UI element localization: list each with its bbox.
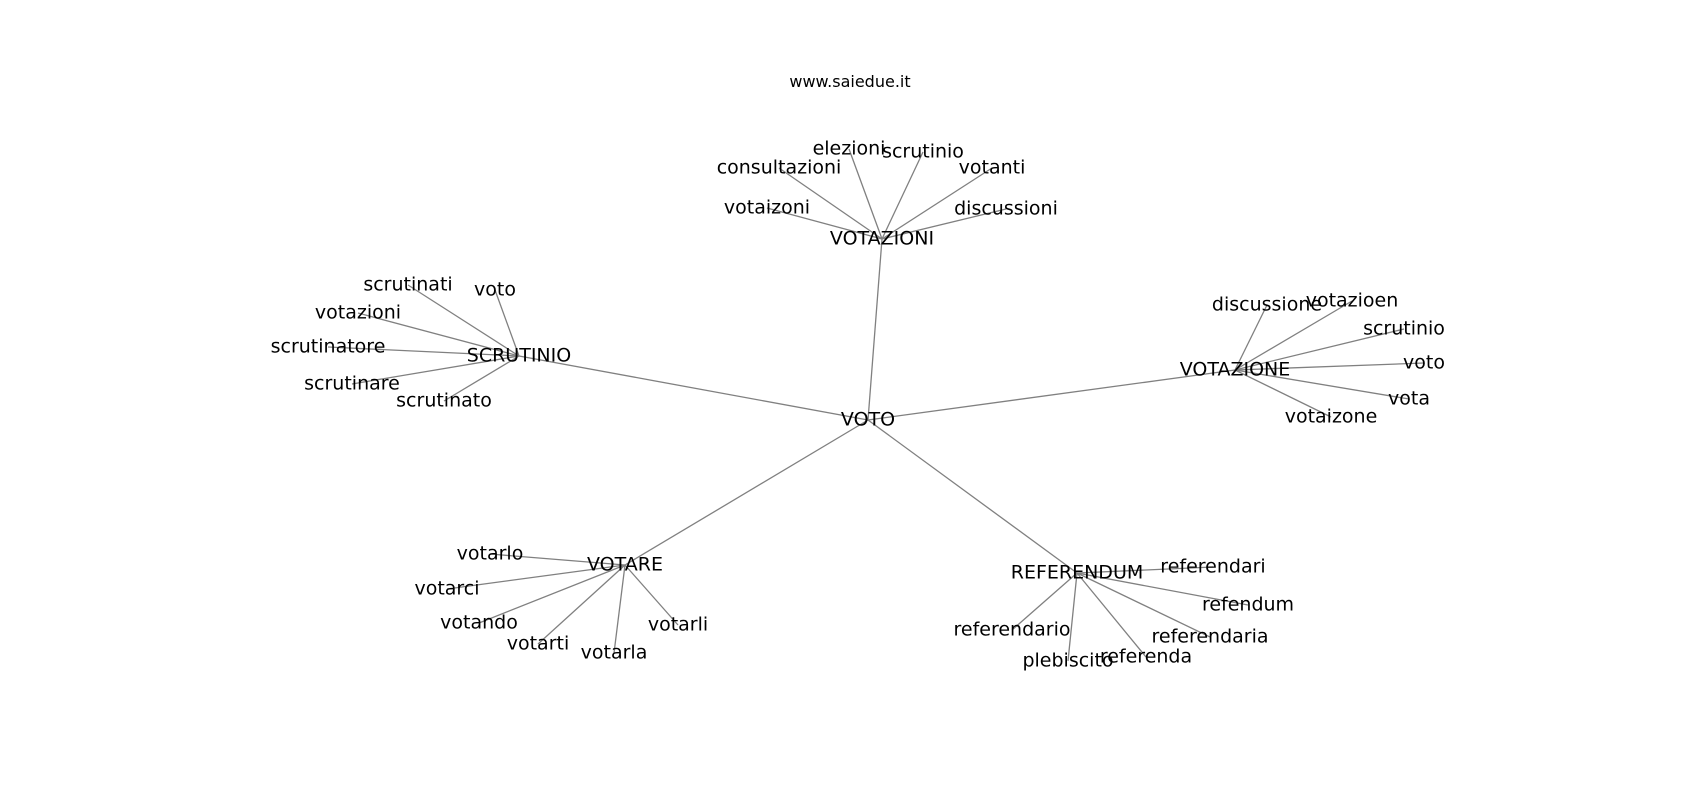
leaf-node-label: votarlo — [457, 543, 524, 565]
edge-root-to-referendum — [867, 419, 1078, 574]
leaf-node-label: votando — [440, 612, 518, 634]
leaf-node-label: scrutinato — [396, 390, 492, 412]
leaf-node-label: scrutinio — [1363, 318, 1445, 340]
leaf-node-label: votarla — [581, 642, 648, 664]
edge-scrutinio-to-leaf — [443, 355, 520, 402]
edge-votazione-to-leaf — [1234, 328, 1405, 371]
leaf-node-label: voto — [1403, 352, 1445, 374]
leaf-node-label: votaizone — [1285, 406, 1378, 428]
leaf-node-label: scrutinio — [882, 141, 964, 163]
edge-votazione-to-leaf — [1234, 304, 1268, 371]
hub-node-label: VOTAZIONI — [830, 228, 934, 250]
edge-scrutinio-to-leaf — [357, 312, 520, 357]
root-node-label: VOTO — [841, 409, 895, 431]
leaf-node-label: votazioni — [315, 302, 401, 324]
leaf-node-label: votaizoni — [724, 197, 810, 219]
edge-votare-to-leaf — [446, 564, 626, 590]
leaf-node-label: referenda — [1100, 646, 1192, 668]
hub-node-label: REFERENDUM — [1011, 562, 1144, 584]
hub-node-label: VOTARE — [587, 554, 663, 576]
edge-votare-to-leaf — [624, 564, 679, 626]
leaf-node-label: referendari — [1160, 556, 1265, 578]
leaf-node-label: discussioni — [954, 198, 1058, 220]
leaf-node-label: votarti — [507, 633, 570, 655]
edge-votare-to-leaf — [489, 553, 626, 566]
edge-votare-to-leaf — [613, 564, 626, 654]
edge-referendum-to-leaf — [1076, 566, 1214, 574]
hub-node-label: VOTAZIONE — [1180, 359, 1291, 381]
edge-referendum-to-leaf — [1076, 572, 1147, 658]
edge-votazione-to-leaf — [1234, 369, 1332, 418]
edge-referendum-to-leaf — [1011, 572, 1078, 631]
edge-root-to-votazioni — [867, 238, 883, 421]
leaf-node-label: vota — [1388, 388, 1430, 410]
edge-votazioni-to-leaf — [848, 148, 883, 240]
leaf-node-label: discussione — [1212, 294, 1322, 316]
edge-votazioni-to-leaf — [881, 151, 924, 240]
leaf-node-label: votazioen — [1306, 290, 1399, 312]
leaf-node-label: scrutinati — [363, 274, 452, 296]
leaf-node-label: votanti — [959, 157, 1026, 179]
edge-votazioni-to-leaf — [778, 167, 883, 240]
edge-scrutinio-to-leaf — [327, 346, 520, 357]
edge-referendum-to-leaf — [1067, 572, 1078, 662]
leaf-node-label: voto — [474, 279, 516, 301]
edge-root-to-scrutinio — [518, 355, 869, 421]
edge-referendum-to-leaf — [1076, 572, 1249, 606]
edge-scrutinio-to-leaf — [407, 284, 520, 357]
leaf-node-label: consultazioni — [717, 157, 842, 179]
edge-votazione-to-leaf — [1234, 300, 1353, 371]
leaf-node-label: plebiscito — [1022, 650, 1113, 672]
leaf-node-label: votarci — [414, 578, 479, 600]
hub-node-label: SCRUTINIO — [467, 345, 571, 367]
edge-votare-to-leaf — [537, 564, 626, 645]
leaf-node-label: referendaria — [1151, 626, 1268, 648]
leaf-node-label: scrutinatore — [271, 336, 386, 358]
edge-root-to-votare — [624, 419, 869, 566]
labels-layer: VOTOVOTAZIONIelezioniscrutinioconsultazi… — [271, 138, 1445, 672]
leaf-node-label: refendum — [1202, 594, 1294, 616]
watermark-text: www.saiedue.it — [789, 72, 911, 91]
edge-votazioni-to-leaf — [881, 167, 993, 240]
edge-votare-to-leaf — [478, 564, 626, 624]
edge-votazioni-to-leaf — [766, 207, 883, 240]
edge-root-to-votazione — [867, 369, 1236, 421]
edge-votazioni-to-leaf — [881, 208, 1007, 240]
edge-votazione-to-leaf — [1234, 369, 1410, 400]
leaf-node-label: votarli — [648, 614, 708, 636]
edge-scrutinio-to-leaf — [351, 355, 520, 385]
edge-referendum-to-leaf — [1076, 572, 1211, 638]
leaf-node-label: elezioni — [813, 138, 886, 160]
edge-votazione-to-leaf — [1234, 362, 1425, 371]
edges-layer — [327, 148, 1425, 662]
leaf-node-label: referendario — [953, 619, 1070, 641]
edge-scrutinio-to-leaf — [494, 289, 520, 357]
leaf-node-label: scrutinare — [304, 373, 400, 395]
